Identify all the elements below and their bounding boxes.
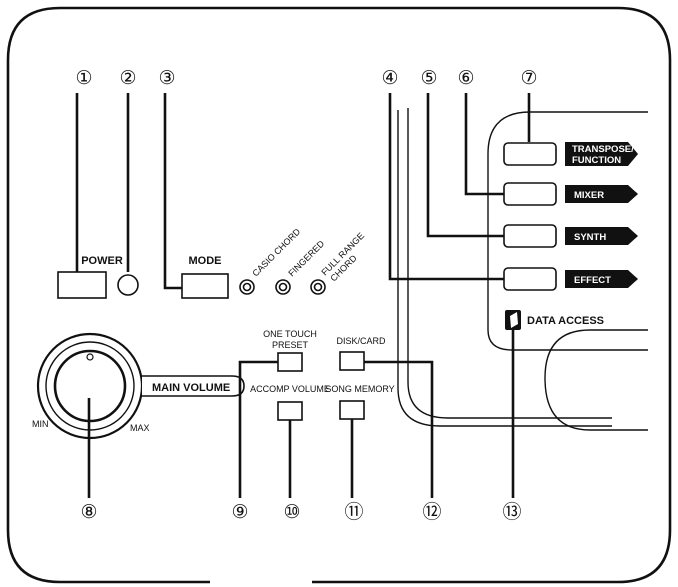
song-memory-label: SONG MEMORY [325, 384, 394, 394]
data-access-label: DATA ACCESS [527, 315, 604, 327]
callout-3: ③ [158, 67, 175, 89]
callout-13: ⑬ [502, 501, 521, 523]
disk-card-button[interactable] [339, 351, 365, 371]
leader-3 [163, 93, 182, 290]
callout-2: ② [119, 67, 136, 89]
callout-4: ④ [381, 67, 398, 89]
callout-7: ⑦ [520, 67, 537, 89]
transpose-label-line1: TRANSPOSE/ [572, 144, 634, 155]
inner-line-2 [397, 110, 612, 427]
effect-label: EFFECT [574, 275, 611, 286]
data-access-icon [505, 310, 521, 330]
leader-4 [388, 93, 504, 281]
synth-tag [565, 227, 638, 245]
mode-button[interactable] [181, 273, 229, 299]
callout-8: ⑧ [80, 501, 97, 523]
effect-button[interactable] [503, 267, 557, 291]
effect-tag [565, 270, 638, 288]
leader-12 [364, 360, 434, 498]
callout-12: ⑫ [422, 501, 441, 523]
one-touch-label-line2: PRESET [272, 340, 309, 350]
mixer-tag [565, 185, 638, 203]
callout-9: ⑨ [231, 501, 248, 523]
callout-6: ⑥ [457, 67, 474, 89]
inner-line-1 [407, 108, 612, 419]
one-touch-label-line1: ONE TOUCH [263, 329, 317, 339]
accomp-volume-label: ACCOMP VOLUME [250, 384, 330, 394]
callout-10: ⑩ [283, 501, 300, 523]
callout-1: ① [75, 67, 92, 89]
leader-9 [238, 360, 278, 498]
synth-label: SYNTH [574, 232, 606, 243]
function-panel-outline [487, 111, 648, 351]
main-volume-label: MAIN VOLUME [152, 382, 230, 394]
transpose-tag [565, 142, 638, 166]
data-access-outline [544, 329, 648, 431]
one-touch-preset-button[interactable] [277, 352, 303, 372]
main-volume-banner [142, 375, 245, 397]
knob-indicator [86, 353, 94, 361]
disk-card-label: DISK/CARD [336, 336, 386, 346]
synth-button[interactable] [503, 224, 557, 248]
mode-label: MODE [189, 255, 222, 267]
callout-11: ⑪ [344, 501, 363, 523]
transpose-label-line2: FUNCTION [572, 155, 621, 166]
leader-5 [426, 93, 504, 238]
accomp-volume-button[interactable] [277, 401, 303, 421]
callout-5: ⑤ [420, 67, 437, 89]
song-memory-button[interactable] [339, 400, 365, 420]
power-button[interactable] [57, 271, 107, 299]
mixer-button[interactable] [503, 182, 557, 206]
power-indicator [117, 274, 139, 296]
max-label: MAX [130, 423, 150, 433]
power-label: POWER [81, 255, 123, 267]
panel-outline [6, 6, 672, 584]
transpose-function-button[interactable] [503, 142, 557, 166]
min-label: MIN [32, 419, 49, 429]
mixer-label: MIXER [574, 190, 604, 201]
leader-6 [464, 93, 504, 196]
